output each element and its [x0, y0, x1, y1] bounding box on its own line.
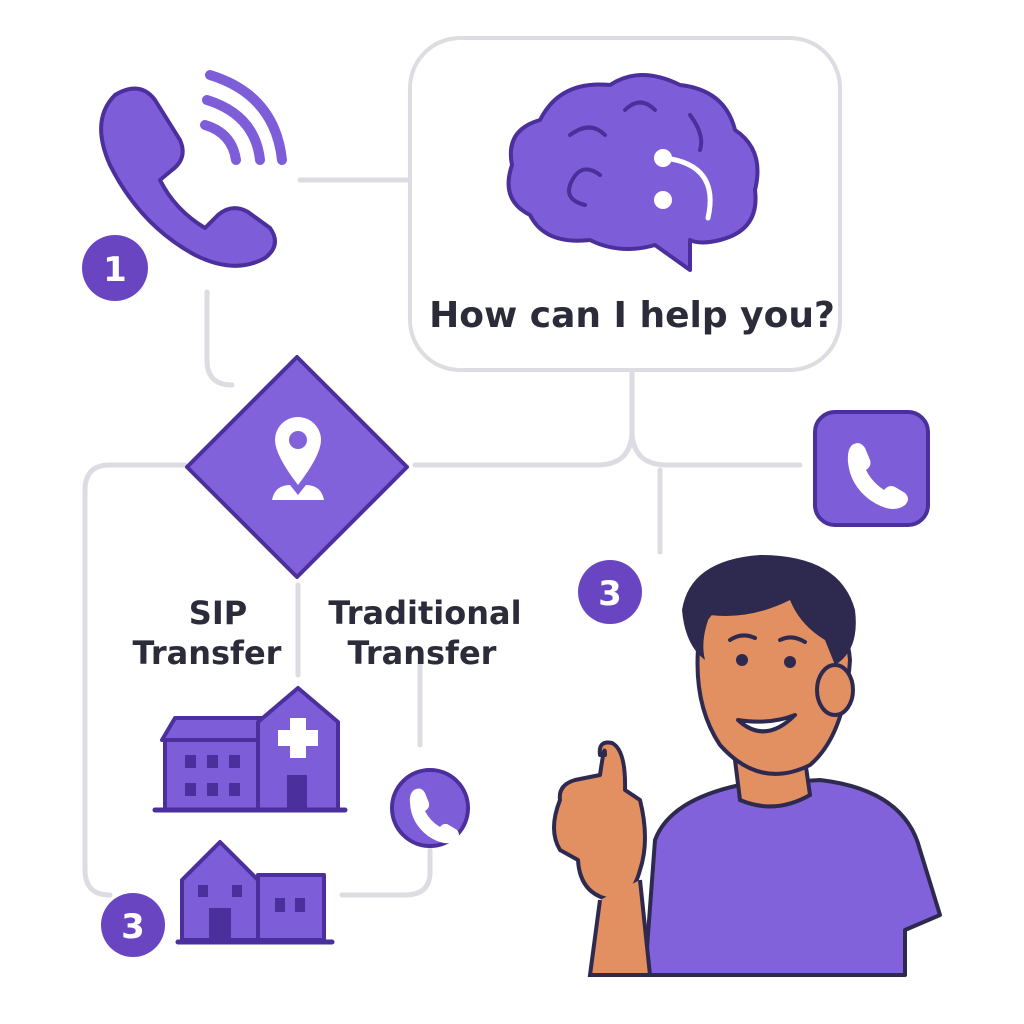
svg-text:3: 3: [121, 907, 145, 947]
phone-square-icon: [813, 410, 930, 527]
svg-text:Transfer: Transfer: [133, 634, 282, 672]
sip-transfer-label: SIP Transfer: [133, 594, 282, 672]
connectors: [82, 177, 803, 898]
assistant-prompt: How can I help you?: [429, 295, 835, 336]
step-badge-3-right: 3: [578, 560, 642, 624]
svg-text:SIP: SIP: [189, 594, 247, 632]
routing-decision-node: [185, 355, 409, 579]
step-badge-3-left: 3: [101, 893, 165, 957]
phone-ringing-icon: [99, 70, 287, 268]
svg-text:3: 3: [598, 574, 622, 614]
svg-text:1: 1: [103, 250, 127, 290]
phone-circle-icon: [390, 768, 470, 848]
brain-icon: [506, 73, 760, 272]
hospital-icon: [152, 686, 348, 813]
location-pin-icon: [272, 417, 324, 500]
svg-text:Transfer: Transfer: [348, 634, 497, 672]
step-badge-1: 1: [82, 235, 148, 301]
traditional-transfer-label: Traditional Transfer: [328, 594, 521, 672]
house-icon: [175, 840, 335, 945]
person-thumbs-up: [552, 555, 942, 977]
svg-text:Traditional: Traditional: [328, 594, 521, 632]
ai-assistant-box: How can I help you?: [408, 36, 842, 372]
